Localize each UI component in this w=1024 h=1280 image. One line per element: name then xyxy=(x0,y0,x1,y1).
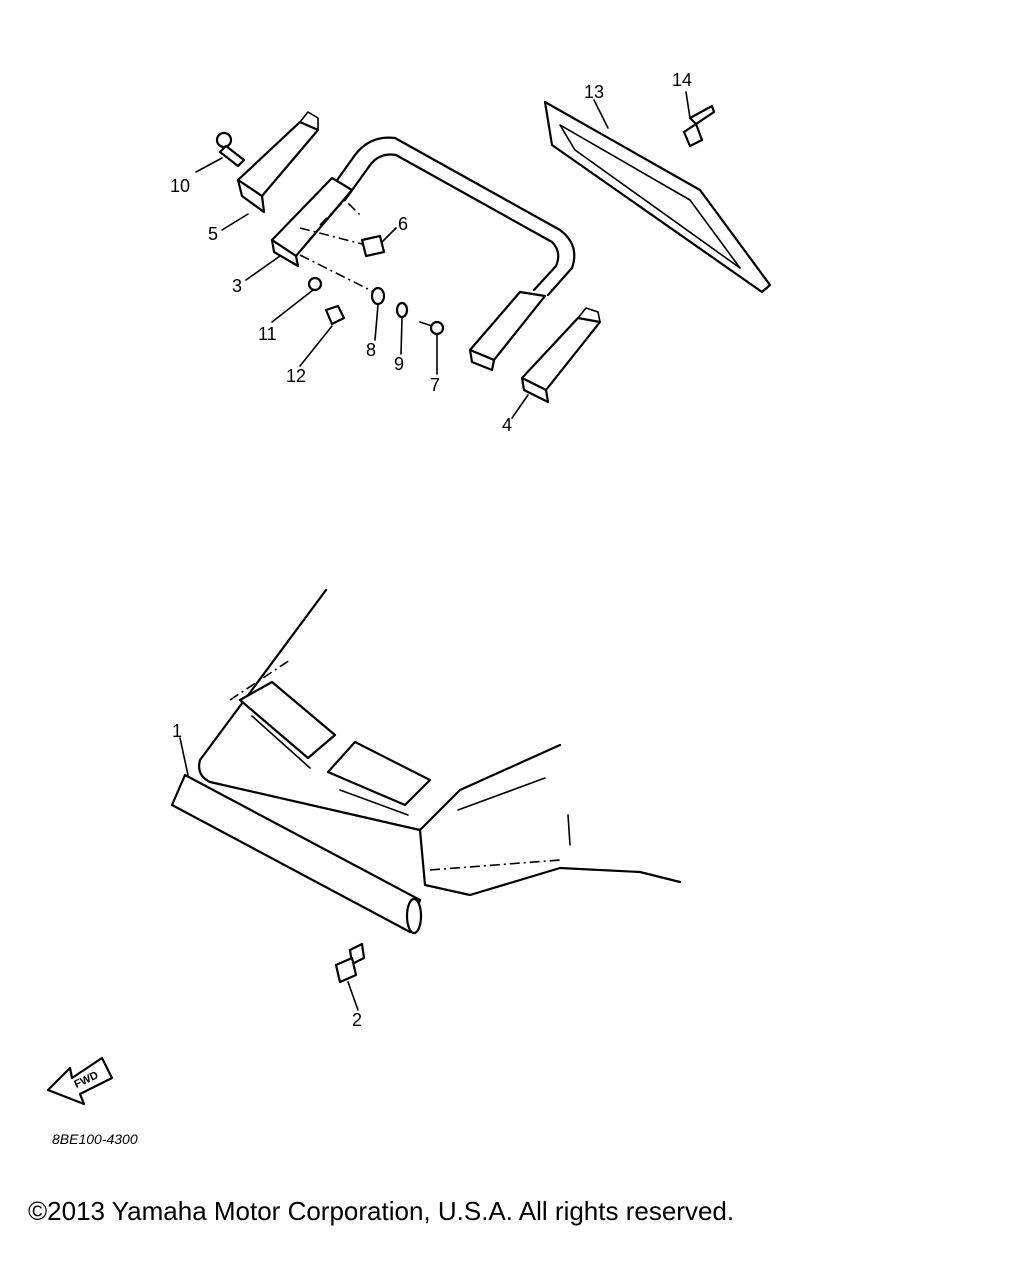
nut-part-12 xyxy=(324,304,346,326)
callout-4: 4 xyxy=(502,415,512,435)
cover-part-4 xyxy=(520,307,602,404)
callout-1-label: 1 xyxy=(172,721,182,741)
screw-part-14 xyxy=(682,104,716,148)
callout-10: 10 xyxy=(170,176,190,196)
bolt-part-10 xyxy=(215,131,246,168)
bolt-part-7 xyxy=(419,320,445,336)
callout-6: 6 xyxy=(398,214,408,234)
callout-13: 13 xyxy=(584,82,604,102)
bolt-part-6 xyxy=(299,227,386,258)
diagram-code: 8BE100-4300 xyxy=(52,1131,138,1147)
callout-5: 5 xyxy=(208,224,218,244)
leader-lines xyxy=(179,91,691,1011)
cover-part-5 xyxy=(236,111,320,214)
fwd-arrow-icon: FWD xyxy=(46,1056,114,1106)
callout-11: 11 xyxy=(258,324,277,344)
callout-2: 2 xyxy=(352,1010,362,1030)
callout-9: 9 xyxy=(394,354,404,374)
hood xyxy=(170,588,682,935)
washer-part-9 xyxy=(395,301,409,319)
gasket-part-13 xyxy=(543,100,772,294)
washer-part-11 xyxy=(307,276,323,292)
copyright-notice: ©2013 Yamaha Motor Corporation, U.S.A. A… xyxy=(28,1196,735,1226)
callout-3: 3 xyxy=(232,276,242,296)
collar-part-8 xyxy=(370,286,386,306)
callout-12: 12 xyxy=(286,366,306,386)
alignment-line xyxy=(299,254,381,296)
callout-7: 7 xyxy=(430,375,440,395)
callout-14: 14 xyxy=(672,70,692,90)
grab-bar xyxy=(270,136,576,372)
alignment-line xyxy=(319,198,361,226)
callout-8: 8 xyxy=(366,340,376,360)
bolt-part-2 xyxy=(334,942,366,984)
